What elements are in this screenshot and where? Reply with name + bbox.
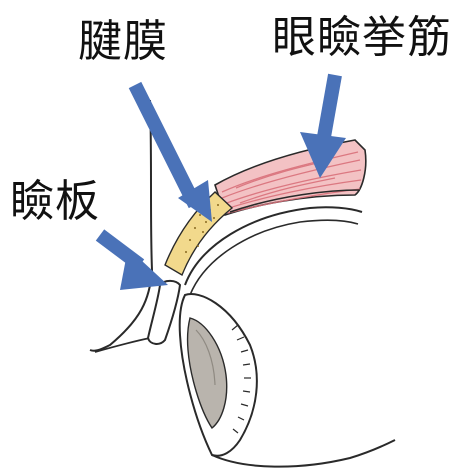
lower-skin-contour (95, 338, 150, 352)
tarsal-plate (148, 281, 180, 344)
label-levator: 眼瞼挙筋 (272, 14, 452, 62)
label-aponeurosis: 腱膜 (78, 18, 168, 66)
label-tarsus: 瞼板 (10, 178, 100, 226)
globe-lower-contour (212, 440, 395, 467)
eyeball-inner-outline (190, 220, 358, 295)
arrow-aponeurosis (135, 85, 212, 222)
levator-muscle (215, 140, 366, 215)
arrow-tarsus (100, 235, 168, 290)
